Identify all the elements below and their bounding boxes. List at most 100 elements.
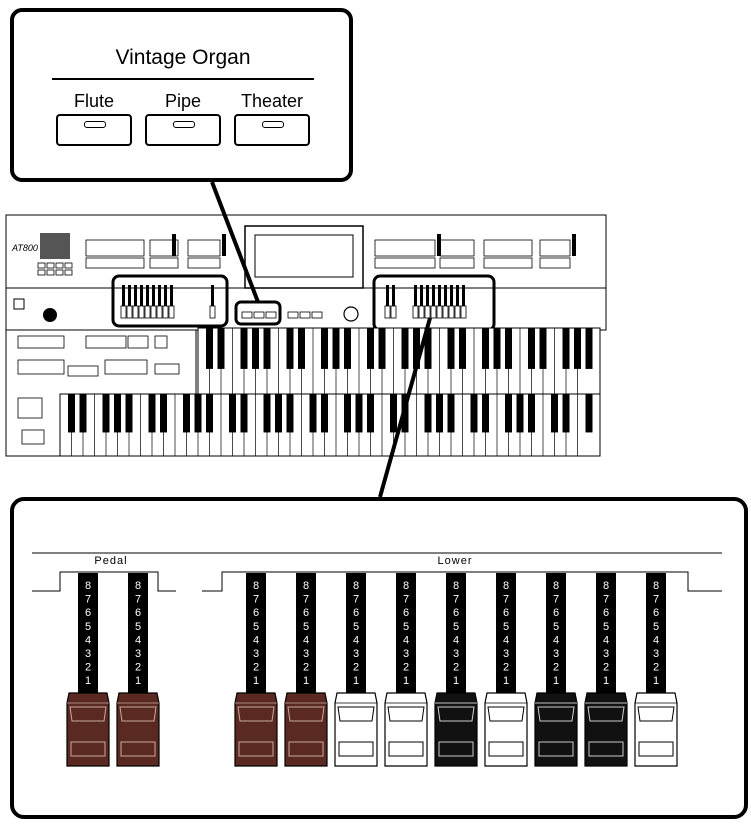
footage-number: 7 xyxy=(253,594,259,606)
footage-number: 5 xyxy=(353,621,359,633)
footage-number: 4 xyxy=(403,634,409,646)
footage-number: 1 xyxy=(453,675,459,687)
footage-number: 8 xyxy=(553,580,559,592)
footage-number: 7 xyxy=(553,594,559,606)
footage-number: 2 xyxy=(303,662,309,674)
lower-bezel xyxy=(202,571,722,592)
footage-number: 3 xyxy=(135,648,141,660)
footage-number: 5 xyxy=(553,621,559,633)
footage-number: 3 xyxy=(553,648,559,660)
pedal-bezel xyxy=(32,571,176,592)
footage-number: 4 xyxy=(453,634,459,646)
footage-number: 7 xyxy=(403,594,409,606)
footage-number: 6 xyxy=(135,607,141,619)
footage-number: 2 xyxy=(453,662,459,674)
footage-number: 3 xyxy=(253,648,259,660)
footage-number: 2 xyxy=(353,662,359,674)
footage-number: 1 xyxy=(85,675,91,687)
footage-number: 8 xyxy=(135,580,141,592)
flute-button[interactable] xyxy=(56,114,132,146)
footage-number: 2 xyxy=(653,662,659,674)
footage-number: 8 xyxy=(353,580,359,592)
pipe-label: Pipe xyxy=(164,91,202,111)
footage-number: 8 xyxy=(403,580,409,592)
lower-drawbar[interactable]: 8 76 54 3 21 xyxy=(584,573,628,767)
footage-number: 5 xyxy=(303,621,309,633)
footage-number: 6 xyxy=(303,607,309,619)
theater-label: Theater xyxy=(240,91,304,111)
footage-number: 1 xyxy=(653,675,659,687)
pipe-button[interactable] xyxy=(145,114,221,146)
footage-number: 5 xyxy=(135,621,141,633)
footage-number: 1 xyxy=(403,675,409,687)
vintage-organ-title: Vintage Organ xyxy=(115,46,251,69)
drawbar-callout xyxy=(10,497,748,819)
footage-number: 7 xyxy=(303,594,309,606)
footage-number: 8 xyxy=(503,580,509,592)
footage-number: 4 xyxy=(353,634,359,646)
vintage-pointer-line xyxy=(210,181,260,303)
footage-number: 2 xyxy=(135,662,141,674)
footage-number: 7 xyxy=(135,594,141,606)
footage-number: 7 xyxy=(353,594,359,606)
footage-number: 5 xyxy=(503,621,509,633)
footage-number: 1 xyxy=(135,675,141,687)
footage-number: 1 xyxy=(303,675,309,687)
footage-number: 4 xyxy=(135,634,141,646)
footage-number: 8 xyxy=(603,580,609,592)
pedal-label: Pedal xyxy=(94,555,127,567)
footage-number: 3 xyxy=(603,648,609,660)
footage-number: 6 xyxy=(503,607,509,619)
footage-number: 2 xyxy=(253,662,259,674)
footage-number: 7 xyxy=(603,594,609,606)
footage-number: 2 xyxy=(603,662,609,674)
footage-number: 4 xyxy=(653,634,659,646)
theater-button[interactable] xyxy=(234,114,310,146)
organ-mid-panel xyxy=(5,287,607,331)
footage-number: 5 xyxy=(453,621,459,633)
footage-number: 3 xyxy=(353,648,359,660)
footage-number: 4 xyxy=(253,634,259,646)
footage-number: 5 xyxy=(603,621,609,633)
footage-number: 5 xyxy=(85,621,91,633)
footage-number: 7 xyxy=(453,594,459,606)
footage-number: 1 xyxy=(603,675,609,687)
footage-number: 3 xyxy=(303,648,309,660)
footage-number: 2 xyxy=(553,662,559,674)
footage-number: 4 xyxy=(603,634,609,646)
flute-label: Flute xyxy=(73,91,115,111)
lower-drawbar[interactable]: 8 76 54 3 21 xyxy=(284,573,328,767)
vintage-organ-divider xyxy=(52,78,314,80)
organ-model-label: AT800 xyxy=(11,243,38,253)
footage-number: 6 xyxy=(253,607,259,619)
footage-number: 8 xyxy=(453,580,459,592)
footage-number: 6 xyxy=(603,607,609,619)
footage-number: 7 xyxy=(503,594,509,606)
footage-number: 2 xyxy=(503,662,509,674)
footage-number: 2 xyxy=(85,662,91,674)
footage-number: 5 xyxy=(653,621,659,633)
footage-number: 4 xyxy=(303,634,309,646)
footage-number: 8 xyxy=(303,580,309,592)
footage-number: 6 xyxy=(453,607,459,619)
footage-number: 3 xyxy=(403,648,409,660)
footage-number: 4 xyxy=(553,634,559,646)
pedal-drawbar[interactable]: 8 76 54 3 21 xyxy=(116,573,160,767)
lower-keyboard xyxy=(59,393,601,457)
footage-number: 6 xyxy=(403,607,409,619)
footage-number: 6 xyxy=(653,607,659,619)
footage-number: 1 xyxy=(253,675,259,687)
footage-number: 6 xyxy=(553,607,559,619)
footage-number: 6 xyxy=(353,607,359,619)
footage-number: 2 xyxy=(403,662,409,674)
footage-number: 8 xyxy=(653,580,659,592)
